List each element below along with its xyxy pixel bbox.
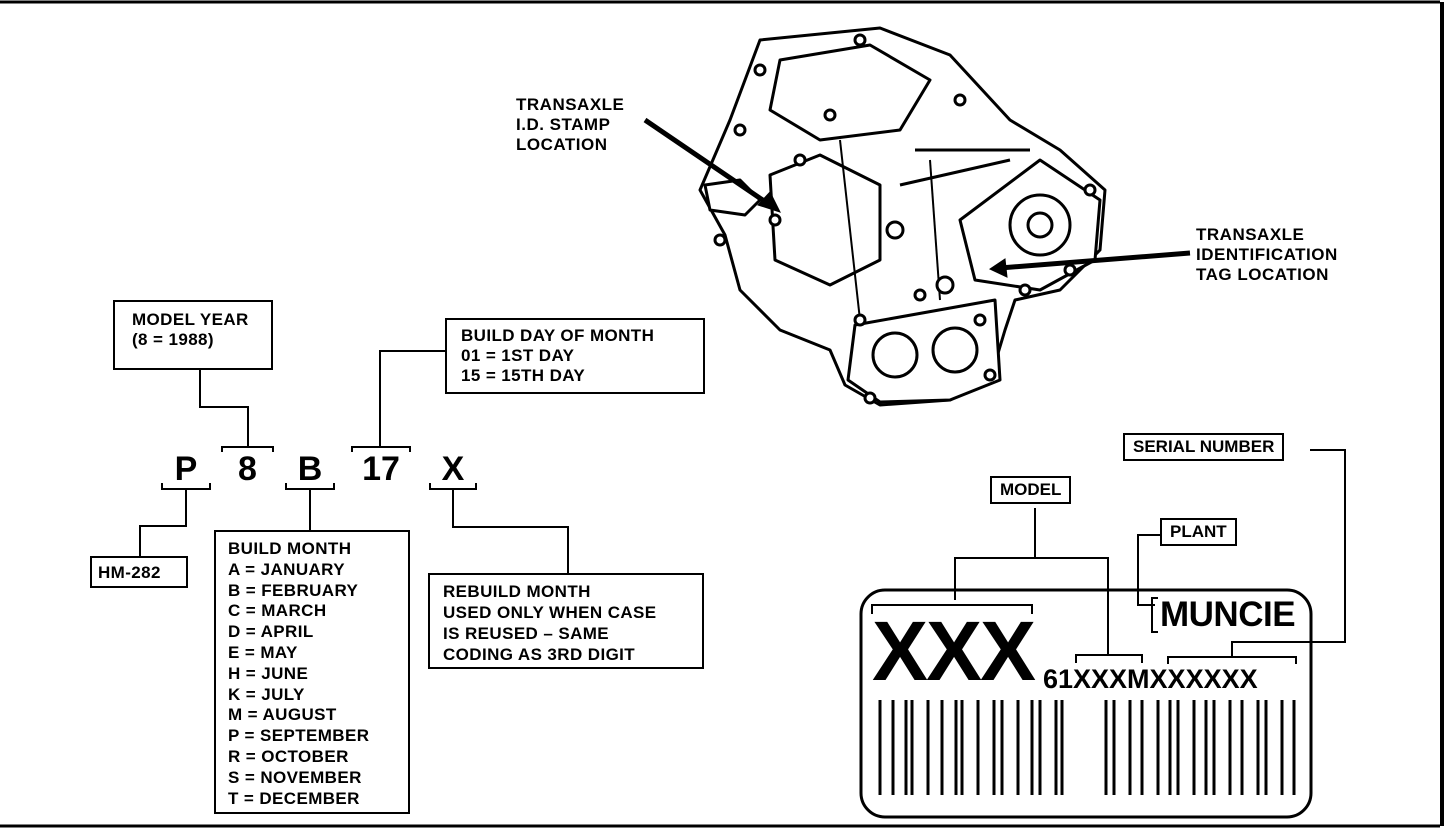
- box-line: H = JUNE: [228, 663, 309, 683]
- barcode: [878, 700, 1296, 795]
- serial-line: 61XXXMXXXXXX: [1043, 664, 1258, 694]
- bolt: [953, 93, 967, 107]
- box-line: D = APRIL: [228, 622, 314, 642]
- hm-connector: [139, 489, 187, 556]
- build-month-box: BUILD MONTH A = JANUARY B = FEBRUARY C =…: [214, 530, 410, 814]
- bolt: [973, 313, 987, 327]
- plant-name: MUNCIE: [1160, 595, 1296, 634]
- code-connectors: [139, 350, 569, 573]
- identification-tag: [859, 449, 1346, 819]
- code-digit-1: P: [174, 450, 198, 488]
- box-line: BUILD DAY OF MONTH: [461, 326, 655, 345]
- digit4-bracket: [351, 446, 411, 452]
- model-year-box: MODEL YEAR (8 = 1988): [113, 300, 273, 370]
- model-split: [954, 557, 1109, 655]
- bolt: [713, 233, 727, 247]
- box-line: K = JULY: [228, 684, 305, 704]
- bolt: [733, 123, 747, 137]
- box-line: USED ONLY WHEN CASE: [443, 603, 657, 622]
- bolt: [793, 153, 807, 167]
- housing-seam-2: [929, 159, 941, 301]
- mount-bore-left: [871, 331, 919, 379]
- box-line: BUILD MONTH: [228, 539, 352, 558]
- tag-arrow-head: [988, 258, 1008, 278]
- hm-282-box: HM-282: [90, 556, 188, 588]
- shift-rod: [899, 158, 1011, 187]
- housing-seam: [839, 139, 861, 321]
- stamp-arrow-head: [757, 191, 781, 213]
- box-line: 15 = 15TH DAY: [461, 366, 586, 385]
- code-digit-4: 17: [362, 450, 400, 488]
- serial-connector: [1231, 449, 1346, 657]
- callout-line: LOCATION: [516, 135, 608, 154]
- callout-line: TRANSAXLE: [516, 95, 625, 114]
- callout-arrows: [643, 117, 1191, 278]
- transaxle-illustration: [698, 26, 1107, 407]
- callout-line: TRANSAXLE: [1196, 225, 1305, 244]
- transaxle-top-housing: [768, 43, 932, 142]
- bolt: [913, 288, 927, 302]
- plant-bracket: [1151, 597, 1158, 633]
- serial-number-label: SERIAL NUMBER: [1123, 433, 1285, 461]
- box-line: M = AUGUST: [228, 705, 337, 725]
- serial-bracket: [1167, 656, 1297, 664]
- bolt: [853, 33, 867, 47]
- bolt: [753, 63, 767, 77]
- box-line: B = FEBRUARY: [228, 580, 359, 600]
- digit2-bracket: [221, 446, 274, 452]
- model-year-connector: [199, 370, 249, 447]
- tag-outline: [859, 588, 1313, 819]
- bolt: [823, 108, 837, 122]
- callout-line: TAG LOCATION: [1196, 265, 1329, 284]
- drain-plug: [885, 220, 905, 240]
- box-line: IS REUSED – SAME: [443, 624, 610, 643]
- stamp-arrow-line: [643, 117, 772, 208]
- bolt: [768, 213, 782, 227]
- code-digit-3: B: [297, 450, 323, 488]
- model-code-bracket: [871, 604, 1033, 614]
- box-line: E = MAY: [228, 642, 298, 662]
- box-line: C = MARCH: [228, 601, 327, 621]
- box-line: P = SEPTEMBER: [228, 726, 370, 746]
- rebuild-month-box: REBUILD MONTH USED ONLY WHEN CASE IS REU…: [428, 573, 704, 669]
- box-line: T = DECEMBER: [228, 788, 360, 808]
- build-day-box: BUILD DAY OF MONTH 01 = 1ST DAY 15 = 15T…: [445, 318, 705, 394]
- bolt: [853, 313, 867, 327]
- box-line: MODEL YEAR: [132, 310, 249, 329]
- box-line: 01 = 1ST DAY: [461, 346, 575, 365]
- code-digit-5: X: [441, 450, 465, 488]
- fill-plug: [935, 275, 955, 295]
- bolt: [1083, 183, 1097, 197]
- plant-label: PLANT: [1160, 518, 1237, 546]
- tag-arrow-line: [999, 250, 1191, 271]
- model-code: XXX: [872, 604, 1036, 698]
- rebuild-connector: [452, 489, 569, 573]
- code-digit-2: 8: [238, 450, 257, 488]
- box-line: HM-282: [98, 563, 161, 582]
- plant-connector: [1137, 534, 1160, 606]
- box-line: REBUILD MONTH: [443, 582, 591, 601]
- bolt: [1018, 283, 1032, 297]
- mount-bore-right: [931, 326, 979, 374]
- model-label: MODEL: [990, 476, 1072, 504]
- model-sub-bracket: [1075, 654, 1143, 663]
- bolt: [863, 391, 877, 405]
- output-hub: [1026, 211, 1054, 239]
- box-line: CODING AS 3RD DIGIT: [443, 645, 636, 664]
- box-line: A = JANUARY: [228, 559, 345, 579]
- box-line: (8 = 1988): [132, 330, 214, 349]
- build-day-connector: [379, 350, 445, 447]
- box-line: S = NOVEMBER: [228, 767, 362, 787]
- bolt: [1063, 263, 1077, 277]
- box-line: R = OCTOBER: [228, 746, 349, 766]
- tag-location-callout: TRANSAXLE IDENTIFICATION TAG LOCATION: [1196, 225, 1338, 285]
- stamp-location-callout: TRANSAXLE I.D. STAMP LOCATION: [516, 95, 624, 155]
- bolt: [983, 368, 997, 382]
- callout-line: I.D. STAMP: [516, 115, 611, 134]
- callout-line: IDENTIFICATION: [1196, 245, 1338, 264]
